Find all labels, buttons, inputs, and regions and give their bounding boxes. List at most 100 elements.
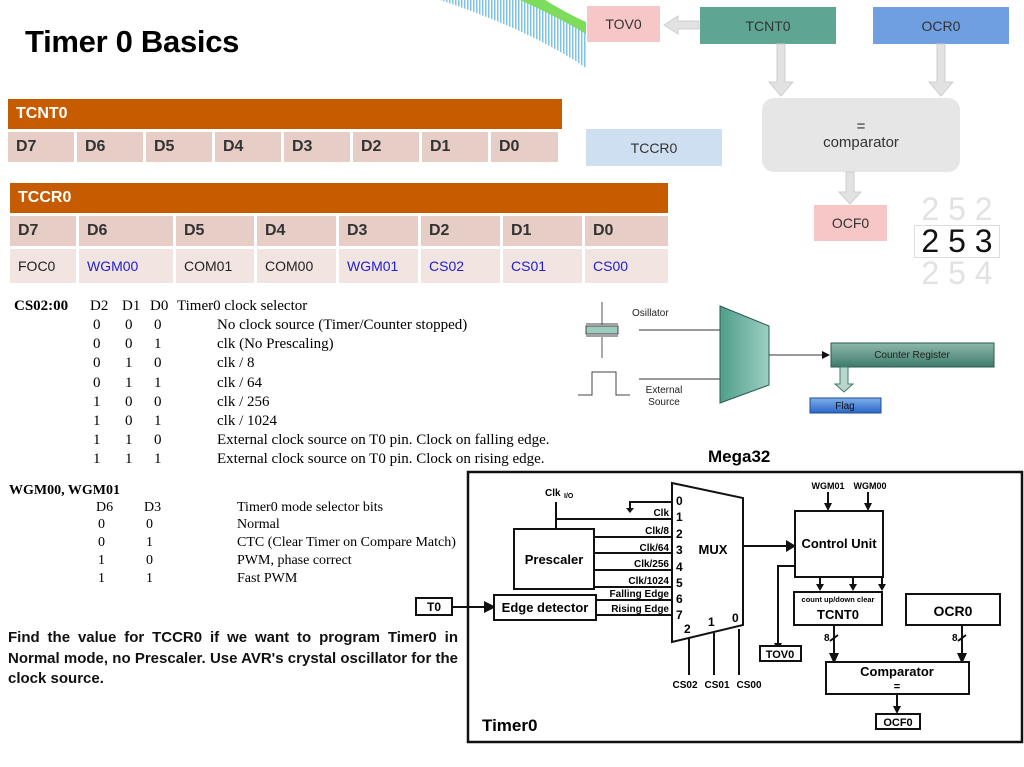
- mux-shape: [671, 481, 744, 644]
- clock-selector-bit: 1: [125, 355, 133, 372]
- tccr0-bit-name: CS00: [585, 249, 668, 283]
- mux-label: MUX: [699, 542, 728, 557]
- mode-selector-bit: 1: [98, 553, 105, 568]
- clock-selector-description: clk (No Prescaling): [217, 336, 334, 353]
- mega32-timer0-diagram: Mega32 Timer0 T0 Clk I/O Prescaler Edge …: [415, 447, 1024, 744]
- mux-input-number: 4: [676, 560, 683, 574]
- clock-selector-bit: 0: [125, 393, 133, 410]
- mux-select-number: 2: [684, 622, 691, 636]
- crystal-icon: [585, 302, 619, 358]
- mode-selector-bit: 1: [98, 571, 105, 586]
- tccr0-register: TCCR0 D7 D6 D5 D4 D3 D2 D1 D0 FOC0 WGM00…: [10, 183, 668, 283]
- mux-input-number: 0: [676, 494, 683, 508]
- tcnt0-header: TCNT0: [8, 99, 562, 129]
- clock-selector-bit: 1: [125, 374, 133, 391]
- mode-selector-label: WGM00, WGM01: [9, 483, 120, 498]
- mux-input-label: Clk/8: [645, 526, 669, 537]
- mux-input-number: 6: [676, 592, 683, 606]
- timer0-label: Timer0: [482, 716, 537, 735]
- tccr0-bit: D3: [339, 216, 418, 246]
- comparator-symbol: =: [856, 118, 866, 135]
- mux-input-number: 1: [676, 510, 683, 524]
- tccr0-bit: D2: [421, 216, 500, 246]
- counter-register-label: Counter Register: [874, 350, 950, 361]
- mux-select-number: 0: [732, 611, 739, 625]
- counter-next-value: 2 5 4: [921, 255, 993, 291]
- counter-prev-value: 2 5 2: [921, 191, 993, 227]
- mode-selector-bit: 1: [146, 535, 153, 550]
- block-arrows: [663, 15, 955, 205]
- clock-selector-bit: 1: [93, 432, 101, 449]
- counter-current-value: 2 5 3: [914, 225, 1000, 258]
- tccr0-bit-name: WGM00: [79, 249, 173, 283]
- clock-selector-bit: 1: [125, 432, 133, 449]
- clock-selector-bit: 1: [154, 336, 162, 353]
- comparator-symbol: =: [894, 681, 900, 693]
- ocr0-label: OCR0: [934, 603, 973, 619]
- clock-selector-bit: 0: [93, 355, 101, 372]
- flag-arrow: [833, 366, 855, 393]
- clock-selector-bit: 0: [154, 355, 162, 372]
- ocf0-flag-label: OCF0: [883, 717, 912, 729]
- tccr0-bit-name: CS01: [503, 249, 582, 283]
- tccr0-bit-names: FOC0 WGM00 COM01 COM00 WGM01 CS02 CS01 C…: [10, 249, 668, 283]
- question-text: Find the value for TCCR0 if we want to p…: [8, 629, 458, 687]
- decorative-swoosh: [440, 0, 586, 68]
- tcnt0-bit: D7: [8, 132, 74, 162]
- clock-selector-description: No clock source (Timer/Counter stopped): [217, 317, 468, 333]
- clock-selector-bit: 1: [93, 451, 101, 468]
- mode-selector-description: PWM, phase correct: [237, 553, 352, 568]
- mux-input-label: Clk/256: [634, 559, 669, 570]
- clock-selector-description: clk / 1024: [217, 413, 277, 429]
- prescaler-label: Prescaler: [525, 552, 584, 567]
- cs-label: CS00: [736, 680, 761, 691]
- clock-source-diagram: Counter Register Flag Osillator External…: [578, 302, 995, 414]
- clock-selector-bit: 0: [93, 374, 101, 391]
- tcnt0-box: [793, 591, 883, 626]
- mux-input-number: 5: [676, 576, 683, 590]
- clock-selector-description: External clock source on T0 pin. Clock o…: [217, 451, 545, 468]
- mux-input-label: Clk/64: [640, 543, 670, 554]
- comparator-label: Comparator: [860, 664, 934, 679]
- flag-label: Flag: [835, 401, 854, 412]
- clock-selector-bit: 1: [154, 451, 162, 468]
- clock-selector-bit: 0: [125, 336, 133, 353]
- tcnt0-register: TCNT0 D7 D6 D5 D4 D3 D2 D1 D0: [8, 99, 562, 162]
- edge-detector-box: [493, 594, 597, 621]
- header-description: Timer0 clock selector: [177, 298, 308, 314]
- clock-selector-bit: 0: [154, 317, 162, 333]
- header-d0: D0: [150, 298, 169, 314]
- tcnt0-bit: D3: [284, 132, 350, 162]
- tccr0-header: TCCR0: [10, 183, 668, 213]
- wgm-label: WGM00: [853, 481, 886, 491]
- clock-selector-label: CS02:00: [14, 298, 69, 314]
- ocf0-flag-box: [875, 713, 921, 730]
- mux-input-label: Falling Edge: [610, 589, 670, 600]
- clock-selector-description: clk / 256: [217, 393, 270, 410]
- tccr0-bit: D0: [585, 216, 668, 246]
- header-d1: D1: [122, 298, 141, 314]
- arrow-comparator-to-ocf0: [837, 171, 863, 205]
- tccr0-bit: D1: [503, 216, 582, 246]
- control-unit-label: Control Unit: [801, 536, 877, 551]
- counter-register-box: [830, 342, 995, 368]
- mode-selector-description: Normal: [237, 517, 280, 532]
- clock-selector-description: clk / 8: [217, 355, 255, 372]
- mux-input-number: 3: [676, 543, 683, 557]
- mode-selector-bit: 0: [146, 517, 153, 532]
- tov0-flag-box: [759, 645, 802, 662]
- prescaler-box: [513, 528, 595, 590]
- clock-selector-bit: 0: [154, 393, 162, 410]
- clock-selector-bit: 0: [93, 317, 101, 333]
- arrow-tcnt0-to-comparator: [767, 43, 795, 97]
- bus-width-label: 8: [824, 633, 830, 644]
- comparator-box: = comparator: [762, 98, 960, 172]
- clock-selector-bit: 1: [93, 413, 101, 429]
- tcnt0-bit: D5: [146, 132, 212, 162]
- tcnt0-bit: D4: [215, 132, 281, 162]
- clock-selector-bit: 1: [154, 374, 162, 391]
- mode-selector-table: WGM00, WGM01 D6 D3 Timer0 mode selector …: [0, 0, 470, 600]
- mux-select-number: 1: [708, 615, 715, 629]
- oscillator-label: Osillator: [632, 308, 669, 319]
- tccr0-bits: D7 D6 D5 D4 D3 D2 D1 D0: [10, 216, 668, 246]
